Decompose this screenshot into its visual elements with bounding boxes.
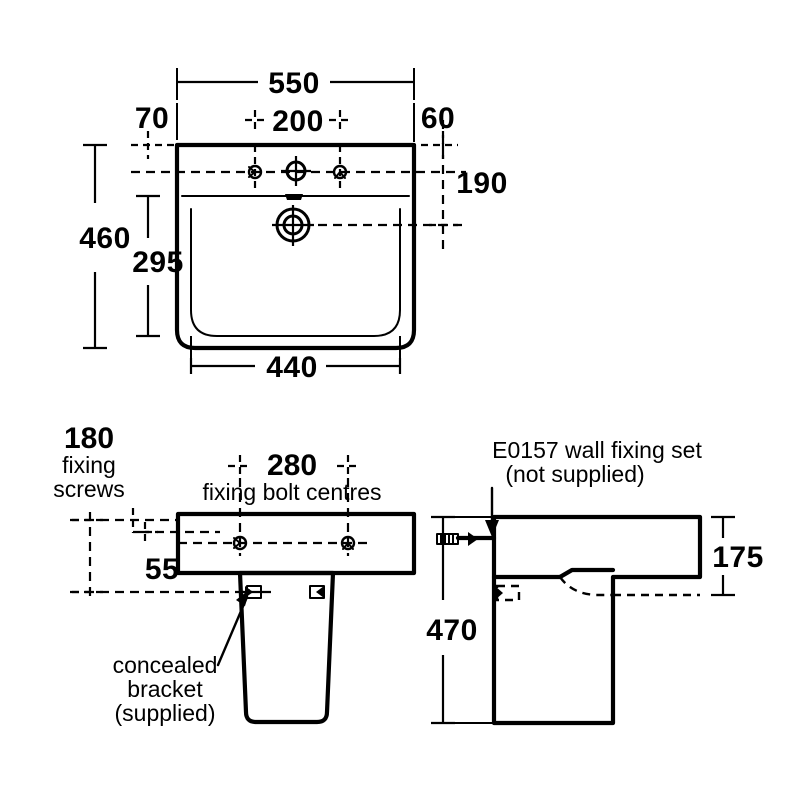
dim-label-280: 280 [267, 449, 317, 482]
note-concealed-bracket: concealed bracket (supplied) [113, 652, 218, 726]
fixing-bolt-left [247, 145, 263, 192]
dim-460-overall-depth: 460 [79, 143, 131, 350]
front-fixing-bolt-right [340, 535, 356, 551]
dim-295-bowl-depth: 295 [132, 194, 184, 338]
dim-label-470: 470 [426, 614, 478, 647]
semi-pedestal-outline [237, 570, 336, 725]
hidden-trap-outline [559, 576, 613, 597]
dim-label-60: 60 [421, 102, 455, 135]
concealed-bracket-leader [216, 589, 250, 667]
dim-550-overall-width: 550 [176, 67, 415, 100]
concealed-bracket-right [309, 585, 325, 599]
wall-fixing-screw-icon [436, 532, 497, 546]
front-fixing-bolt-left [232, 535, 248, 551]
dim-55-bracket-offset: 55 [133, 522, 220, 586]
note-wall-fixing-line2: (not supplied) [505, 461, 644, 487]
dim-label-460: 460 [79, 222, 131, 255]
dim-70-left-offset: 70 [131, 102, 182, 159]
dim-label-295: 295 [132, 246, 184, 279]
front-elevation-view: 180 fixing screws 280 fixing bolt centre… [53, 422, 417, 726]
dim-180-witness-lines [70, 508, 252, 600]
label-180-fixing-screws: 180 fixing screws [53, 422, 125, 502]
dim-190-fixing-depth: 190 [429, 120, 508, 252]
fixing-bolt-right [332, 145, 348, 192]
waste-outlet [272, 205, 314, 246]
basin-outer-outline [174, 142, 417, 351]
dim-label-175: 175 [712, 541, 764, 574]
note-concealed-line1: concealed [113, 652, 218, 678]
dim-440-bowl-width: 440 [189, 336, 402, 384]
tap-hole [281, 156, 311, 186]
note-wall-fixing-line1: E0157 wall fixing set [492, 437, 702, 463]
note-concealed-line2: bracket [127, 676, 203, 702]
dim-label-550: 550 [268, 67, 320, 100]
side-concealed-bracket [495, 584, 521, 602]
overflow-tab [285, 194, 303, 200]
note-concealed-line3: (supplied) [115, 700, 216, 726]
dim-label-200: 200 [272, 105, 324, 138]
label-fixing-line1: fixing [62, 452, 116, 478]
dim-label-70: 70 [135, 102, 169, 135]
dim-200-bolt-centres: 200 [245, 105, 350, 138]
plan-view: 550 70 200 60 [79, 67, 508, 384]
basin-front-body [175, 511, 417, 576]
dim-label-55: 55 [145, 553, 179, 586]
label-280-bolt-centres: 280 fixing bolt centres [203, 449, 382, 505]
basin-underside-step [557, 567, 616, 580]
dim-label-440: 440 [266, 351, 318, 384]
dim-label-190: 190 [456, 167, 508, 200]
label-bolt-centres: fixing bolt centres [203, 479, 382, 505]
dim-label-180: 180 [64, 422, 114, 455]
bowl-inner-outline [190, 208, 401, 337]
label-fixing-line2: screws [53, 476, 125, 502]
side-elevation-view: E0157 wall fixing set (not supplied) [426, 437, 764, 726]
dim-175-projection: 175 [711, 515, 764, 597]
dim-470-overall-height: 470 [426, 515, 494, 725]
